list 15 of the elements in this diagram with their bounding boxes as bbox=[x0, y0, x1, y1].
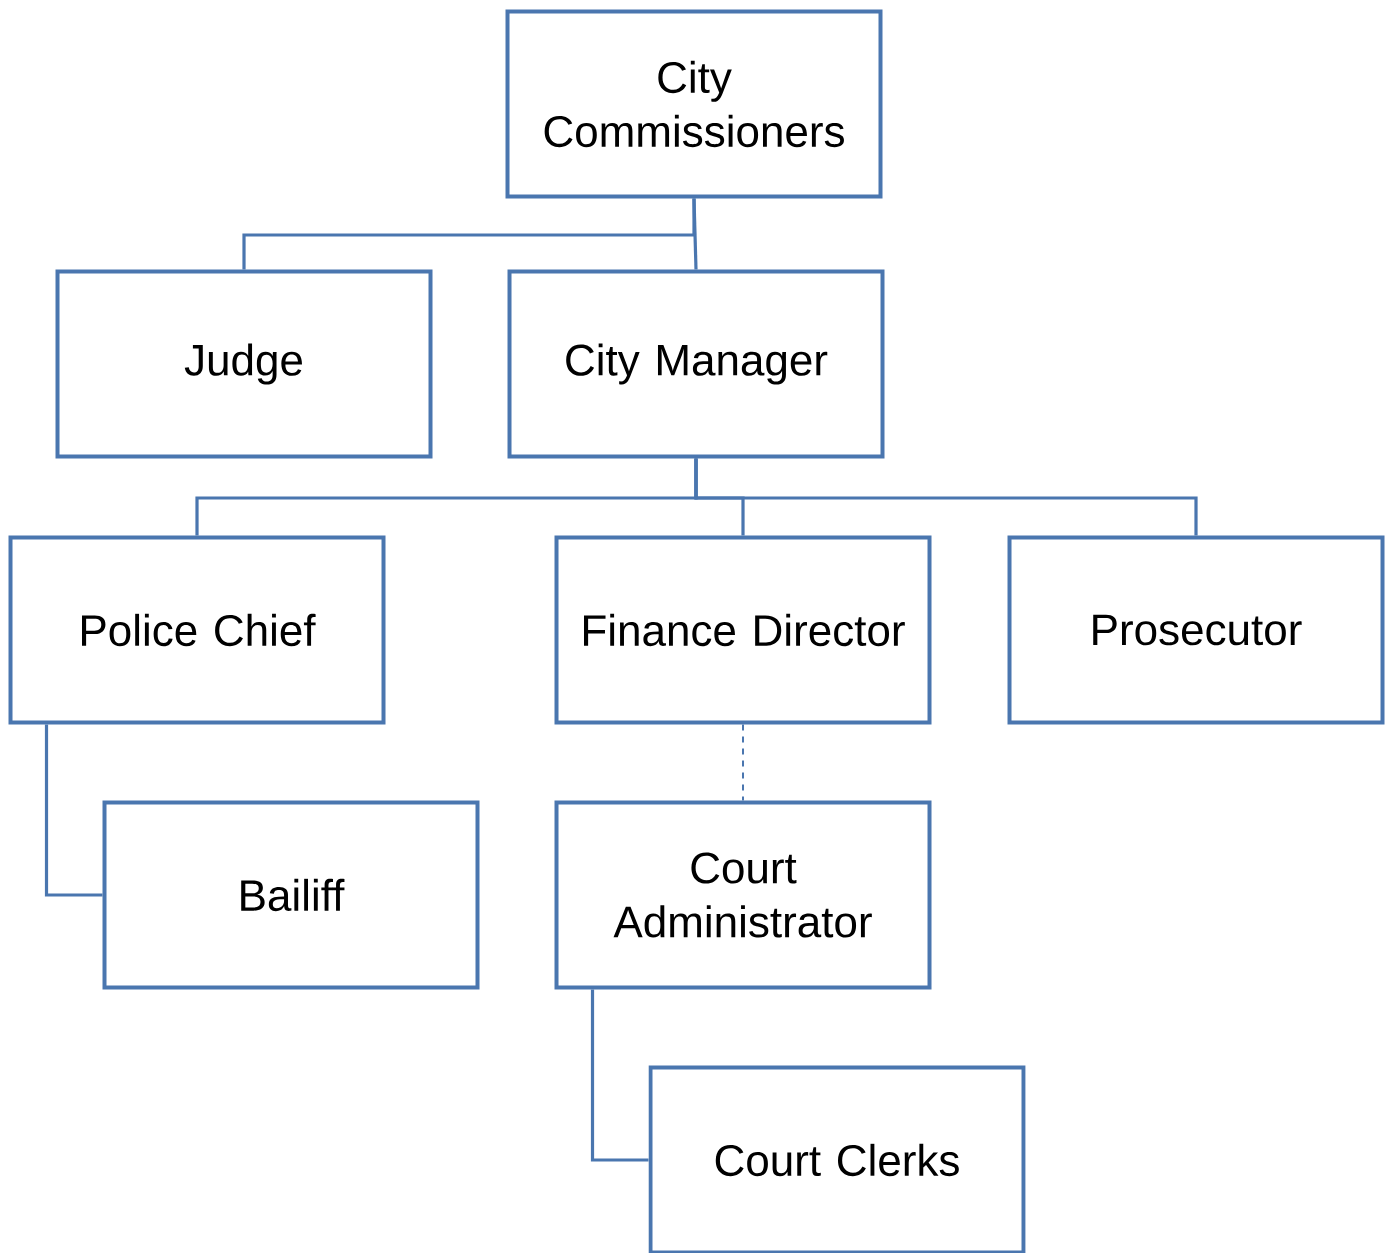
org-box: Finance Director bbox=[554, 535, 932, 725]
org-box: Judge bbox=[55, 269, 433, 459]
org-box: Court Administrator bbox=[554, 800, 932, 990]
connector-line bbox=[44, 724, 103, 897]
org-box: Bailiff bbox=[102, 800, 480, 990]
connector-line bbox=[694, 458, 1198, 536]
org-box: Prosecutor bbox=[1007, 535, 1385, 725]
connector-line bbox=[590, 989, 649, 1162]
org-box: Court Clerks bbox=[648, 1065, 1026, 1253]
org-box: City Manager bbox=[507, 269, 885, 459]
connector-line bbox=[742, 723, 744, 802]
org-box: Police Chief bbox=[8, 535, 386, 725]
connector-line bbox=[692, 198, 698, 270]
connector-line bbox=[242, 198, 696, 270]
org-box: City Commissioners bbox=[505, 9, 883, 199]
